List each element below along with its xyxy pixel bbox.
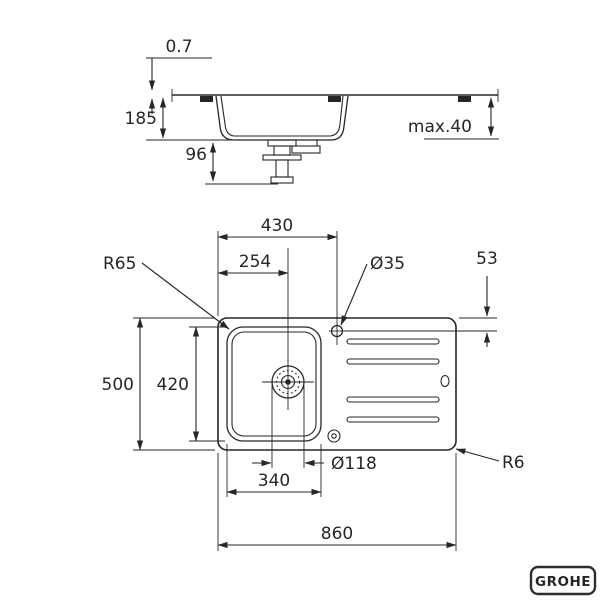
drain-circle: [262, 248, 314, 410]
dim-drain-dia: Ø118: [252, 386, 377, 474]
bowl-outline: [226, 326, 322, 442]
side-section-view: 0.7 185 96 max.40: [125, 37, 499, 185]
tap-hole: [329, 231, 345, 345]
dim-left-to-drain: 254: [217, 252, 289, 277]
dim-tap-edge-distance: 53: [344, 249, 498, 347]
dim-outer-corner-radius-label: R6: [502, 453, 525, 473]
dim-tap-edge-distance-label: 53: [476, 249, 498, 269]
clip-icon: [458, 96, 471, 102]
dim-outer-corner-radius: R6: [455, 448, 525, 473]
grohe-logo-text: GROHE: [535, 574, 591, 590]
dim-overall-depth-label: 500: [102, 375, 134, 395]
dim-bowl-corner-radius-label: R65: [103, 254, 136, 274]
dim-bowl-depth: 185: [125, 97, 234, 141]
dim-drain-clearance: 96: [185, 142, 278, 185]
dim-overall-width: 860: [217, 453, 457, 551]
dim-sheet-thickness-label: 0.7: [165, 37, 192, 57]
dim-drain-clearance-label: 96: [185, 145, 207, 165]
top-plan-view: 430 254 Ø35 53 R65 500: [102, 216, 525, 551]
dim-left-to-drain-label: 254: [239, 252, 271, 272]
bowl-profile-inner: [220, 95, 344, 137]
bowl-profile-outer: [215, 95, 349, 141]
drainer-grooves: [346, 338, 440, 423]
dim-tap-hole-dia-label: Ø35: [370, 254, 405, 274]
edge-recess: [440, 374, 450, 388]
dim-bowl-length-label: 420: [157, 375, 189, 395]
dim-bowl-width: 340: [226, 444, 322, 497]
dim-max-worktop-label: max.40: [408, 117, 472, 137]
dim-sheet-thickness: 0.7: [146, 37, 212, 114]
dim-max-worktop: max.40: [408, 97, 499, 140]
dim-overall-depth: 500: [102, 317, 215, 451]
clip-icon: [328, 96, 341, 102]
dim-bowl-length: 420: [157, 326, 225, 442]
drain-assembly: [262, 139, 321, 184]
grohe-logo-frame: [529, 565, 597, 596]
waste-control-knob: [327, 429, 341, 443]
dim-bowl-depth-label: 185: [125, 109, 157, 129]
dim-left-to-tap-label: 430: [261, 216, 293, 236]
clip-icon: [200, 96, 213, 102]
dim-bowl-width-label: 340: [258, 471, 290, 491]
dim-tap-hole-dia: Ø35: [340, 254, 405, 326]
dim-drain-dia-label: Ø118: [331, 454, 377, 474]
grohe-logo: GROHE: [529, 565, 597, 596]
bowl-inner-outline: [231, 331, 317, 437]
dim-left-to-tap: 430: [217, 216, 338, 316]
dim-overall-width-label: 860: [321, 524, 353, 544]
